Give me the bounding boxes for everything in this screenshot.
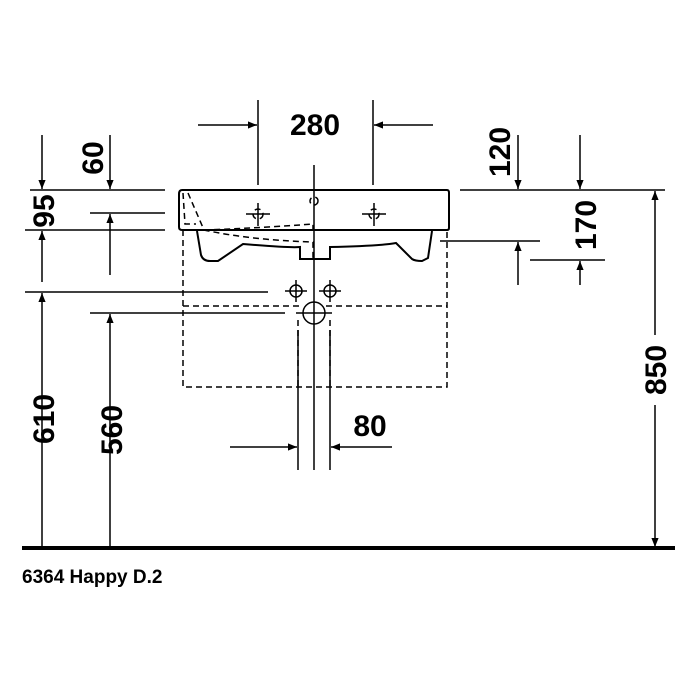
extension-lines	[25, 100, 665, 470]
washbasin-outline	[178, 189, 450, 263]
model-caption: 6364 Happy D.2	[22, 567, 162, 588]
dim-60: 60	[77, 141, 110, 174]
dimension-arrows	[38, 121, 659, 548]
dim-80: 80	[353, 410, 386, 443]
dim-95: 95	[28, 194, 61, 227]
dim-120: 120	[484, 127, 517, 177]
dim-170: 170	[570, 200, 603, 250]
dim-610: 610	[28, 394, 61, 444]
dim-560: 560	[96, 405, 129, 455]
dim-850: 850	[640, 345, 673, 395]
drain-connection	[296, 301, 332, 325]
supply-connections	[285, 280, 341, 302]
dim-280: 280	[290, 109, 340, 142]
